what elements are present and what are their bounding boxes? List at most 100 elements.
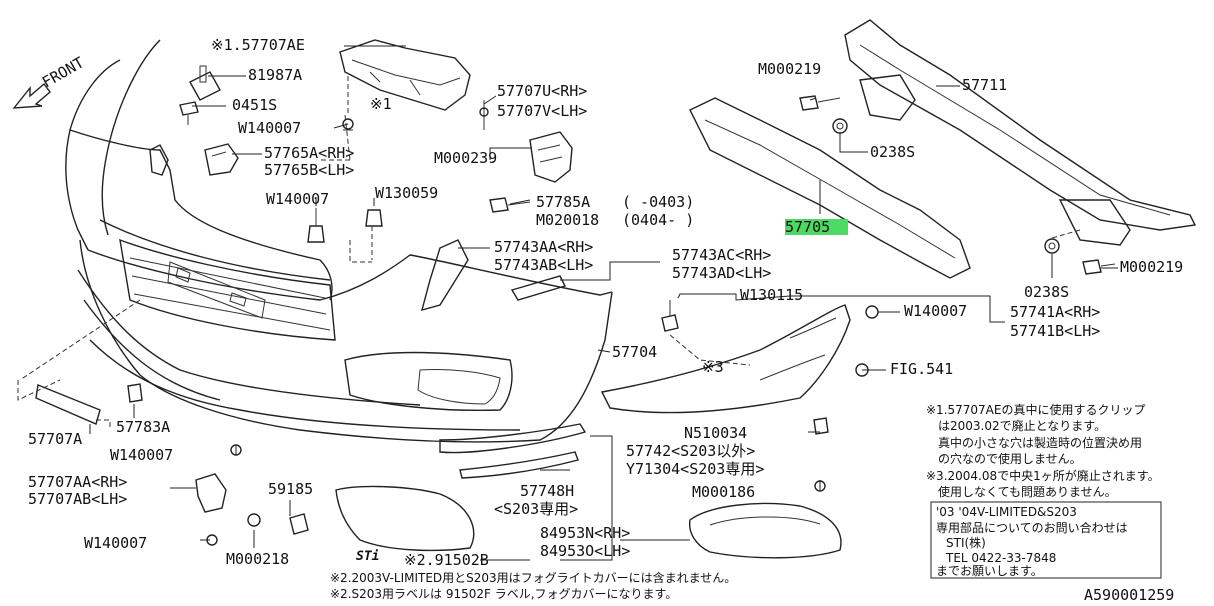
bumper-top-cover-drawing [320, 39, 471, 161]
label-m000218: M000218 [226, 550, 289, 568]
label-star3: ※3 [702, 358, 724, 376]
label-m000219-a: M000219 [758, 60, 821, 78]
callout-labels: ※1.57707AE 81987A 0451S ※1 W140007 57765… [28, 36, 1183, 569]
note-line-4: の穴なので使用しません。 [938, 451, 1082, 466]
note-line-3: 真中の小さな穴は製造時の位置決め用 [938, 435, 1142, 450]
note-line-2: は2003.02で廃止となります。 [938, 418, 1106, 433]
leader-lines [17, 45, 1118, 561]
label-57707a: 57707A [28, 430, 82, 448]
label-57707ab: 57707AB<LH> [28, 490, 127, 508]
label-n510034: N510034 [684, 424, 747, 442]
clip-w130059-drawing [349, 209, 383, 263]
bracket-57707u-drawing [479, 100, 573, 183]
label-57711: 57711 [962, 76, 1007, 94]
highlight-57705 [785, 219, 848, 235]
label-y71304: Y71304<S203専用> [626, 460, 764, 478]
reinforcement-57711-drawing [844, 19, 1197, 246]
label-81987a: 81987A [248, 66, 302, 84]
bracket-57743ac-drawing [510, 275, 566, 301]
clip-w140007-c-drawing [865, 305, 879, 319]
label-57765b: 57765B<LH> [264, 161, 354, 179]
label-57704: 57704 [612, 343, 657, 361]
label-91502b: ※2.91502B [404, 551, 489, 569]
bolt-57785a-drawing [489, 197, 531, 213]
note-line-1: ※1.57707AEの真中に使用するクリップ [926, 402, 1145, 417]
lip-57748h-drawing [459, 451, 579, 479]
label-star1: ※1 [370, 95, 392, 113]
clip-57783a-drawing [127, 383, 143, 403]
label-57741b: 57741B<LH> [1010, 322, 1100, 340]
box-line-3: STI(株) [946, 535, 986, 550]
label-w130059-a: W130059 [375, 184, 438, 202]
label-0451s: 0451S [232, 96, 277, 114]
sti-label: STi [356, 549, 379, 564]
footer-note-2: ※2.S203用ラベルは 91502F ラベル,フォグカバーになります。 [330, 587, 677, 601]
absorber-57705-drawing [689, 97, 971, 279]
label-57743aa: 57743AA<RH> [494, 238, 593, 256]
bumper-cover-drawing [65, 39, 613, 443]
label-57707aa: 57707AA<RH> [28, 473, 127, 491]
bracket-57707a-drawing [35, 384, 101, 425]
label-57743ab: 57743AB<LH> [494, 256, 593, 274]
label-m020018-date: (0404- ) [622, 211, 694, 229]
label-w140007-e: W140007 [84, 534, 147, 552]
clip-w140007-b-drawing [307, 208, 325, 243]
label-0238s-a: 0238S [870, 143, 915, 161]
label-m020018: M020018 [536, 211, 599, 229]
label-s203-only: <S203専用> [494, 500, 578, 518]
label-m000219-b: M000219 [1120, 258, 1183, 276]
label-w130115: W130115 [740, 286, 803, 304]
label-57707ae: ※1.57707AE [211, 36, 305, 54]
notes-top: ※1.57707AEの真中に使用するクリップ は2003.02で廃止となります。… [926, 402, 1160, 499]
box-line-1: '03 '04V-LIMITED&S203 [936, 505, 1077, 519]
fog-cover-left-drawing [335, 485, 475, 552]
lip-57742-drawing [439, 423, 587, 454]
front-arrow-icon [12, 82, 51, 109]
nut-0238s-b-drawing [1044, 238, 1060, 254]
bracket-57743aa-drawing [421, 239, 469, 312]
label-w140007-d: W140007 [110, 446, 173, 464]
label-57707u: 57707U<RH> [497, 82, 587, 100]
front-label: FRONT [39, 53, 87, 91]
clip-w130115-drawing [661, 300, 679, 332]
bolt-m000219-b-drawing [1082, 259, 1116, 275]
footer-note-1: ※2.2003V-LIMITED用とS203用はフォグライトカバーには含まれませ… [330, 570, 736, 585]
bracket-57765-drawing [204, 143, 239, 176]
label-57743ad: 57743AD<LH> [672, 264, 771, 282]
sti-contact-box: '03 '04V-LIMITED&S203 専用部品についてのお問い合わせは S… [930, 501, 1162, 579]
label-57742: 57742<S203以外> [626, 442, 755, 460]
label-w140007-b: W140007 [266, 190, 329, 208]
note-line-5: ※3.2004.08で中央1ヶ所が廃止されます。 [926, 468, 1160, 483]
label-57743ac: 57743AC<RH> [672, 246, 771, 264]
label-57705: 57705 [785, 218, 830, 236]
note-line-6: 使用しなくても問題ありません。 [938, 484, 1117, 499]
label-m000239: M000239 [434, 149, 497, 167]
label-57783a: 57783A [116, 418, 170, 436]
label-59185: 59185 [268, 480, 313, 498]
label-57785a: 57785A [536, 193, 590, 211]
label-m000186: M000186 [692, 483, 755, 501]
clip-n510034-drawing [813, 417, 829, 435]
box-line-5: までお願いします。 [936, 564, 1043, 578]
nut-0238s-a-drawing [832, 118, 848, 134]
label-57785a-date: ( -0403) [622, 193, 694, 211]
bolt-m000219-a-drawing [799, 95, 841, 111]
label-84953o: 84953O<LH> [540, 542, 630, 560]
clip-0451s-drawing [179, 101, 199, 125]
screw-m000218-drawing [247, 513, 261, 527]
box-line-4: TEL 0422-33-7848 [945, 551, 1056, 565]
clip-81987a-drawing [189, 65, 221, 101]
bracket-57707aa-drawing [195, 473, 227, 513]
screw-w140007-a-drawing [342, 118, 354, 131]
label-w140007-c: W140007 [904, 302, 967, 320]
label-57707v: 57707V<LH> [497, 102, 587, 120]
label-0238s-b: 0238S [1024, 283, 1069, 301]
footer-notes: ※2.2003V-LIMITED用とS203用はフォグライトカバーには含まれませ… [330, 570, 736, 601]
label-w140007-a: W140007 [238, 119, 301, 137]
drawing-id: A590001259 [1084, 586, 1174, 604]
box-line-2: 専用部品についてのお問い合わせは [936, 520, 1128, 535]
label-57741a: 57741A<RH> [1010, 303, 1100, 321]
label-57765a: 57765A<RH> [264, 144, 354, 162]
spoiler-57741-drawing [600, 304, 851, 414]
